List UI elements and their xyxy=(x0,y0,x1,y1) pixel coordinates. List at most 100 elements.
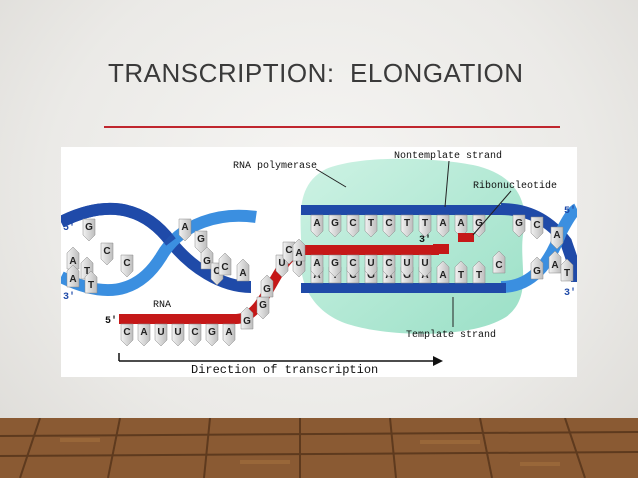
end-left-bottom: 3' xyxy=(63,291,75,303)
right-helix-base: A xyxy=(550,226,564,250)
left-helix-base-letter: A xyxy=(69,274,76,285)
nontemplate-base: T xyxy=(418,214,432,238)
right-helix-base-letter: G xyxy=(533,266,541,277)
ribonucleotide-piece xyxy=(458,233,474,242)
rna-bubble-base: C xyxy=(346,254,360,278)
rna-bubble-base-letter: C xyxy=(385,258,392,269)
nontemplate-base-letter: T xyxy=(368,218,374,229)
right-helix-base-letter: C xyxy=(495,260,502,271)
rna-bubble-base-letter: U xyxy=(367,258,374,269)
right-helix-base: G xyxy=(512,214,526,238)
rna-tail-base-letter: C xyxy=(123,327,130,338)
right-helix-base-letter: A xyxy=(551,260,558,271)
left-helix-base-letter: C xyxy=(123,258,130,269)
label-rna-polymerase: RNA polymerase xyxy=(233,160,317,172)
nontemplate-base-letter: G xyxy=(331,218,339,229)
end-rna-5: 5' xyxy=(105,315,117,327)
left-helix-base-letter: G xyxy=(85,222,93,233)
label-ribonucleotide: Ribonucleotide xyxy=(473,180,557,192)
right-helix-base: T xyxy=(560,258,574,282)
template-base: T xyxy=(454,260,468,284)
left-helix-base: A xyxy=(66,264,80,288)
label-template-strand: Template strand xyxy=(406,329,496,341)
rna-tail-base: C xyxy=(188,323,202,347)
rna-turn-base-letter: U xyxy=(278,258,285,269)
left-helix-base: G xyxy=(82,218,96,242)
callout-ribonucleotide xyxy=(472,190,512,236)
nontemplate-base-letter: T xyxy=(422,218,428,229)
end-left-top: 5' xyxy=(63,222,75,234)
rna-tail-base-letter: U xyxy=(157,327,164,338)
left-helix-base: C xyxy=(100,242,114,266)
rna-tail-base-letter: G xyxy=(208,327,216,338)
callout-rna-polymerase xyxy=(315,168,347,188)
nontemplate-base: G xyxy=(328,214,342,238)
rna-bubble-base-letter: U xyxy=(421,258,428,269)
left-helix-base: C xyxy=(218,252,232,276)
rna-turn-base: A xyxy=(292,238,306,262)
nontemplate-strand-bar xyxy=(301,205,506,215)
right-helix-base-letter: T xyxy=(564,268,570,279)
nontemplate-base-letter: A xyxy=(457,218,464,229)
right-helix-base-letter: A xyxy=(553,230,560,241)
nontemplate-base: C xyxy=(346,214,360,238)
rna-tail-base: U xyxy=(154,323,168,347)
left-helix-base-letter: C xyxy=(103,246,110,257)
left-helix-base-letter: C xyxy=(213,266,220,277)
title-underline xyxy=(104,126,560,128)
nontemplate-base: T xyxy=(400,214,414,238)
nontemplate-base: T xyxy=(364,214,378,238)
rna-tail-base-letter: A xyxy=(225,327,232,338)
rna-turn-base: G xyxy=(260,274,274,298)
rna-turn-base: C xyxy=(282,241,296,265)
rna-tail-base-letter: U xyxy=(174,327,181,338)
rna-tail-base-letter: A xyxy=(140,327,147,338)
rna-bubble-base: U xyxy=(418,254,432,278)
right-helix-base-letter: C xyxy=(533,220,540,231)
direction-arrow: Direction of transcription xyxy=(118,353,443,377)
callout-nontemplate xyxy=(444,160,450,208)
left-helix-base: C xyxy=(120,254,134,278)
rna-tail-base-letter: C xyxy=(191,327,198,338)
label-rna: RNA xyxy=(153,300,171,311)
left-helix-base-letter: G xyxy=(203,256,211,267)
left-helix-base-letter: A xyxy=(239,268,246,279)
end-right-top: 5' xyxy=(564,205,576,217)
left-helix-base-letter: T xyxy=(88,280,94,291)
rna-bubble-base: C xyxy=(382,254,396,278)
rna-bubble-base: U xyxy=(400,254,414,278)
template-base-letter: T xyxy=(458,270,464,281)
nontemplate-base-letter: C xyxy=(385,218,392,229)
rna-bubble-base-letter: A xyxy=(313,258,320,269)
template-base: T xyxy=(472,260,486,284)
left-helix-base: A xyxy=(236,258,250,282)
right-helix-base: C xyxy=(492,250,506,274)
right-helix-base-letter: G xyxy=(515,218,523,229)
right-helix-base: G xyxy=(530,256,544,280)
rna-bubble-base: G xyxy=(328,254,342,278)
nontemplate-base: A xyxy=(436,214,450,238)
right-helix-base: A xyxy=(548,250,562,274)
rna-turn-base: G xyxy=(240,306,254,330)
rna-turn-base-letter: G xyxy=(259,300,267,311)
template-base: A xyxy=(436,260,450,284)
left-helix-base-letter: T xyxy=(84,266,90,277)
nontemplate-base-letter: C xyxy=(349,218,356,229)
label-nontemplate-strand: Nontemplate strand xyxy=(394,150,502,162)
rna-tail-base: A xyxy=(222,323,236,347)
rna-turn-base-letter: G xyxy=(243,316,251,327)
nontemplate-base-letter: G xyxy=(475,218,483,229)
template-strand-bar xyxy=(301,283,506,293)
left-helix-base-letter: C xyxy=(221,262,228,273)
slide-title: TRANSCRIPTION: ELONGATION xyxy=(108,58,524,88)
label-direction: Direction of transcription xyxy=(191,363,378,377)
rna-turn-base-letter: C xyxy=(285,245,292,256)
rna-turn-base-letter: A xyxy=(295,248,302,259)
rna-bubble-base: A xyxy=(310,254,324,278)
